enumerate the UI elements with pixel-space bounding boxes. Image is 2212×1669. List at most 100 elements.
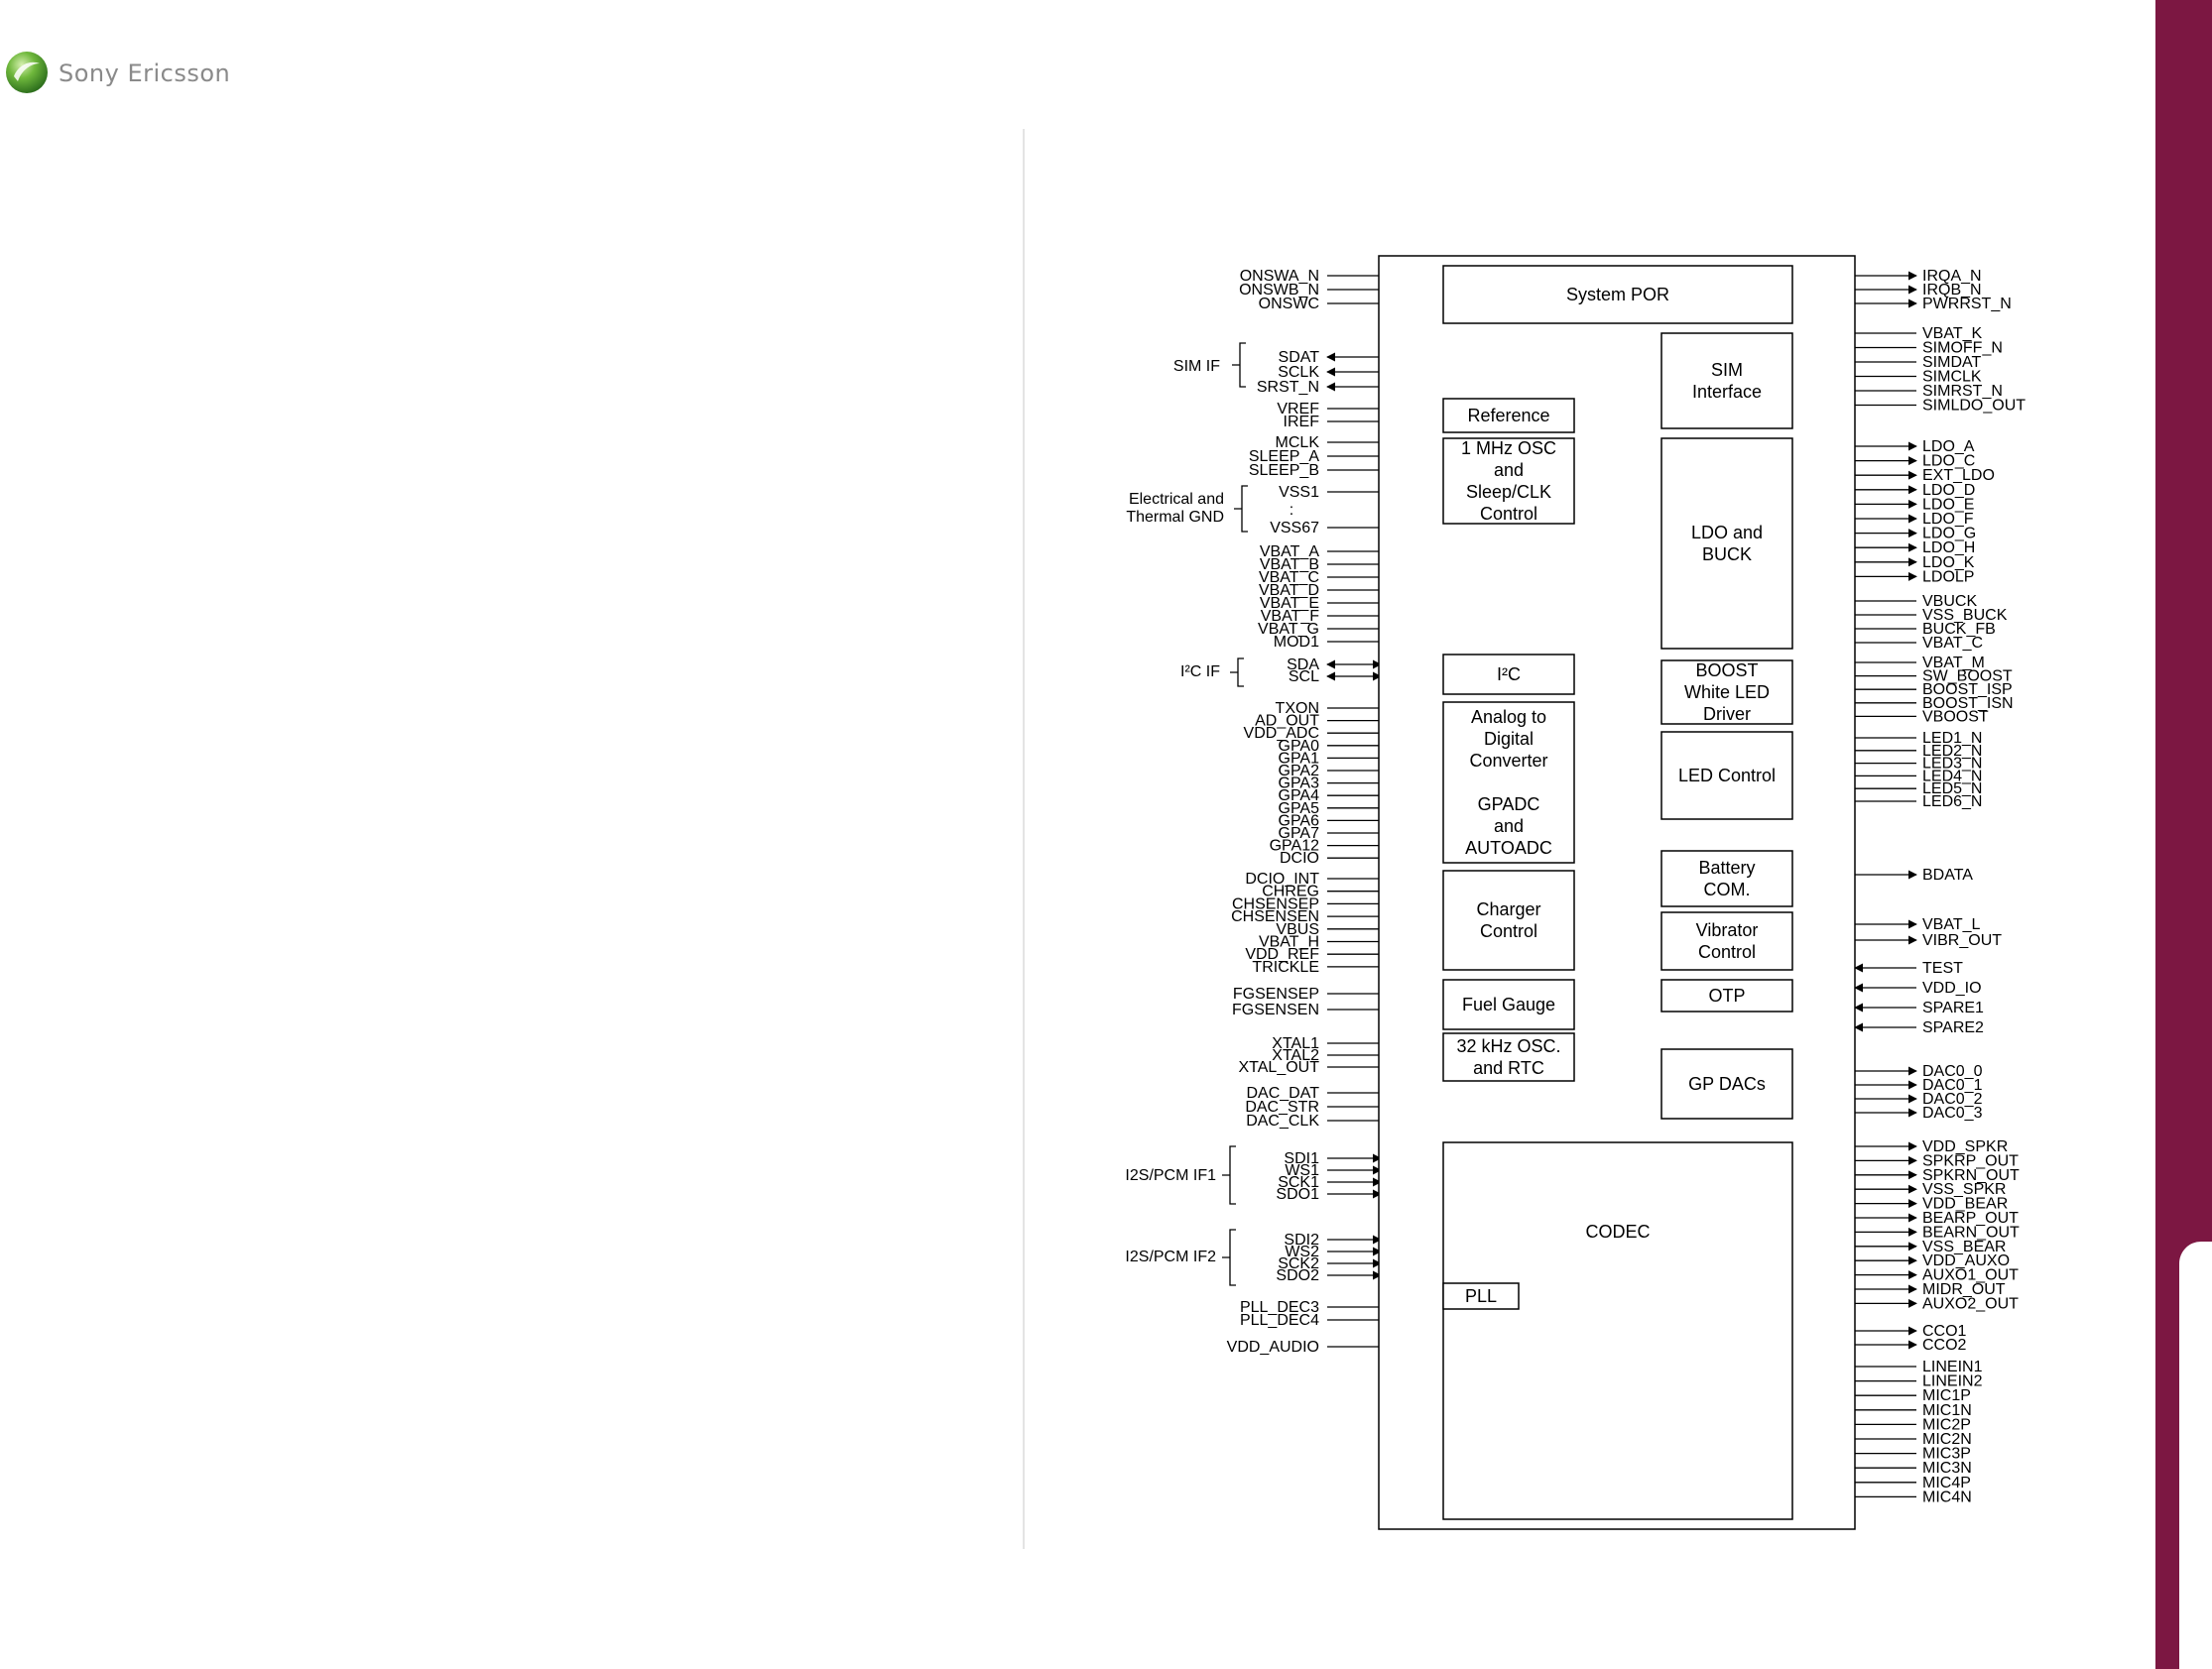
- left-pin-label: VBUS: [1276, 921, 1319, 938]
- pll-block: [1442, 1282, 1520, 1310]
- left-pin-label: VBAT_B: [1260, 556, 1319, 573]
- fuel-gauge-block: [1442, 979, 1575, 1030]
- left-pin-label: CHSENSEP: [1232, 895, 1319, 912]
- left-pin-label: FGSENSEP: [1233, 986, 1319, 1003]
- system-por-block-label: System POR: [1566, 285, 1669, 304]
- left-pin-label: SCK1: [1278, 1174, 1319, 1191]
- right-pin-label: LDO_D: [1922, 482, 1975, 499]
- left-pin-label: MOD1: [1274, 634, 1319, 651]
- right-pin-label: SW_BOOST: [1922, 668, 2013, 685]
- osc-sleep-clk-block-label: and: [1494, 460, 1524, 480]
- otp-block: [1660, 979, 1793, 1013]
- vibrator-control-block-label: Control: [1698, 942, 1756, 962]
- globe-logo-icon: [6, 52, 48, 93]
- right-pin-label: MIC4P: [1922, 1475, 1971, 1491]
- right-pin-label: SPKRP_OUT: [1922, 1152, 2019, 1169]
- right-pin-label: VDD_IO: [1922, 980, 1982, 997]
- right-pin-label: SIMOFF_N: [1922, 340, 2003, 357]
- ldo-buck-block: [1660, 437, 1793, 650]
- right-pin-label: SIMLDO_OUT: [1922, 398, 2026, 415]
- battery-com-block-label: COM.: [1704, 880, 1751, 899]
- left-pin-label: ONSWB_N: [1239, 282, 1319, 298]
- left-pin-label: VDD_AUDIO: [1227, 1339, 1319, 1356]
- left-pin-label: SRST_N: [1257, 379, 1319, 396]
- charger-control-block-label: Charger: [1476, 899, 1540, 919]
- right-pin-label: SIMRST_N: [1922, 383, 2003, 400]
- right-pin-label: MIC2N: [1922, 1431, 1972, 1448]
- right-pin-label: DAC0_2: [1922, 1091, 1983, 1108]
- sim-interface-block-label: Interface: [1692, 382, 1762, 402]
- adc-gpadc-block-label: Analog to: [1471, 707, 1546, 727]
- left-pin-label: GPA0: [1279, 738, 1320, 755]
- left-pin-label: GPA4: [1279, 787, 1320, 804]
- left-pin-label: SLEEP_A: [1249, 448, 1319, 465]
- rtc-block: [1442, 1032, 1575, 1082]
- adc-gpadc-block-label: Converter: [1469, 751, 1547, 771]
- i2c-block-label: I²C: [1497, 664, 1521, 684]
- right-pin-label: LDOLP: [1922, 568, 1974, 585]
- left-pin-label: DCIO: [1280, 850, 1319, 867]
- left-pin-label: SDI2: [1284, 1232, 1319, 1249]
- pll-block-label: PLL: [1465, 1286, 1497, 1306]
- left-pin-label: TXON: [1276, 700, 1319, 717]
- right-pin-label: LED5_N: [1922, 780, 1982, 797]
- left-pin-label: WS2: [1285, 1244, 1319, 1260]
- brand-name: Sony Ericsson: [59, 60, 231, 87]
- left-pin-label: VSS67: [1270, 520, 1319, 536]
- right-pin-label: LINEIN1: [1922, 1359, 1983, 1375]
- sim-interface-block-label: SIM: [1711, 360, 1743, 380]
- boost-led-driver-block-label: BOOST: [1695, 660, 1758, 680]
- system-por-block: [1442, 265, 1793, 324]
- sony-ericsson-logo: Sony Ericsson: [4, 50, 262, 99]
- rtc-block-label: 32 kHz OSC.: [1456, 1036, 1560, 1056]
- codec-block-label: CODEC: [1585, 1222, 1650, 1242]
- boost-led-driver-block-label: Driver: [1703, 704, 1751, 724]
- left-pin-label: CHSENSEN: [1231, 908, 1319, 925]
- right-pin-label: IRQA_N: [1922, 268, 1982, 285]
- right-pin-label: MIC2P: [1922, 1416, 1971, 1433]
- boost-led-driver-block-label: White LED: [1684, 682, 1770, 702]
- adc-gpadc-block-label: and: [1494, 816, 1524, 836]
- right-pin-label: VBUCK: [1922, 593, 1977, 610]
- left-pin-label: SCLK: [1278, 364, 1319, 381]
- left-pin-label: GPA1: [1279, 750, 1320, 767]
- right-pin-label: VBAT_M: [1922, 655, 1985, 671]
- left-pin-label: SDO1: [1276, 1186, 1319, 1203]
- right-pin-label: BDATA: [1922, 867, 1973, 884]
- pin-ellipsis: :: [1290, 502, 1293, 519]
- right-pin-label: LDO_F: [1922, 511, 1974, 528]
- right-pin-label: BEARP_OUT: [1922, 1210, 2019, 1227]
- i2c-if-label: I²C IF: [1180, 663, 1220, 680]
- left-pin-label: PLL_DEC3: [1240, 1299, 1319, 1316]
- right-pin-label: LDO_A: [1922, 438, 1975, 455]
- right-pin-label: LED6_N: [1922, 793, 1982, 810]
- left-pin-label: SDA: [1287, 656, 1319, 673]
- right-pin-label: VSS_BUCK: [1922, 607, 2008, 624]
- right-pin-label: LDO_G: [1922, 526, 1976, 542]
- charger-control-block: [1442, 870, 1575, 971]
- right-pin-label: AUXO1_OUT: [1922, 1267, 2019, 1284]
- right-pin-label: VBAT_C: [1922, 635, 1983, 652]
- vibrator-control-block-label: Vibrator: [1696, 920, 1759, 940]
- left-pin-label: DAC_DAT: [1247, 1085, 1320, 1102]
- right-pin-label: LINEIN2: [1922, 1373, 1983, 1390]
- gp-dacs-block: [1660, 1048, 1793, 1120]
- sim-if-label: SIM IF: [1173, 358, 1220, 375]
- ldo-buck-block-label: LDO and: [1691, 523, 1763, 542]
- right-pin-label: CCO1: [1922, 1323, 1967, 1340]
- right-pin-label: PWRRST_N: [1922, 296, 2012, 312]
- left-pin-label: SCK2: [1278, 1255, 1319, 1272]
- left-pin-label: MCLK: [1276, 434, 1320, 451]
- left-pin-label: SDO2: [1276, 1267, 1319, 1284]
- gnd-label: Electrical and: [1129, 491, 1224, 508]
- i2c-if-brace: [1230, 657, 1244, 687]
- right-pin-label: LED4_N: [1922, 768, 1982, 784]
- right-pin-label: MIC3P: [1922, 1446, 1971, 1463]
- right-pin-label: VSS_BEAR: [1922, 1239, 2006, 1255]
- right-pin-label: MIC1P: [1922, 1387, 1971, 1404]
- right-pin-label: LDO_E: [1922, 496, 1974, 513]
- right-pin-label: MIC4N: [1922, 1489, 1972, 1505]
- right-pin-label: IRQB_N: [1922, 282, 1982, 298]
- left-pin-label: DAC_CLK: [1246, 1113, 1319, 1130]
